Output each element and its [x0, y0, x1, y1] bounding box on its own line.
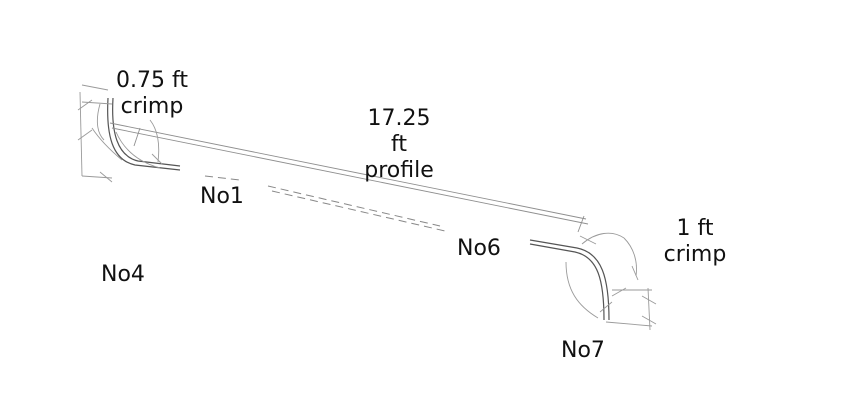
- right-crimp-value: 1 ft: [676, 216, 714, 241]
- node-no1: No1: [200, 184, 244, 209]
- left-crimp-value: 0.75 ft: [116, 68, 188, 93]
- profile-kind: profile: [364, 158, 434, 183]
- hidden-line: [204, 175, 446, 232]
- profile-label: 17.25 ft profile: [349, 106, 449, 184]
- right-crimp-kind: crimp: [663, 242, 727, 267]
- left-crimp-dimensions: [77, 84, 163, 183]
- left-crimp-label: 0.75 ft crimp: [102, 68, 202, 120]
- node-no6: No6: [457, 236, 501, 261]
- left-crimp-kind: crimp: [120, 94, 184, 119]
- node-no4: No4: [101, 262, 145, 287]
- node-no7: No7: [561, 338, 605, 363]
- profile-member: [107, 97, 610, 321]
- right-crimp-label: 1 ft crimp: [645, 216, 745, 268]
- profile-dimension-line: [109, 122, 589, 233]
- profile-value: 17.25: [367, 106, 431, 131]
- profile-unit: ft: [391, 132, 407, 157]
- right-crimp-dimensions: [565, 232, 657, 331]
